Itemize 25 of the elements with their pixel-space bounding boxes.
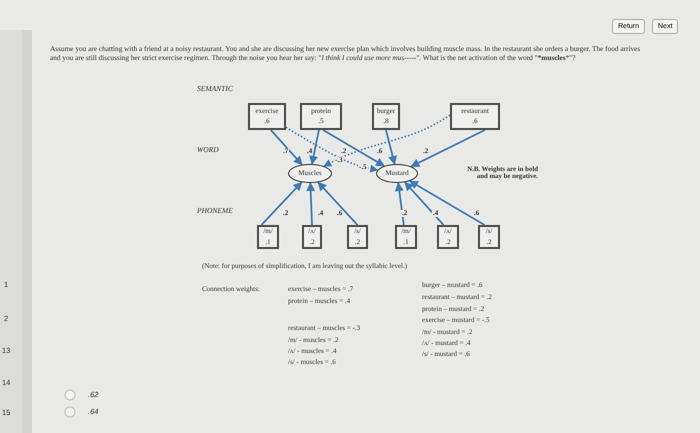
arrow (309, 130, 320, 165)
word-node-ellipse (288, 164, 332, 183)
arrow (306, 182, 316, 226)
unit-box (478, 225, 500, 249)
arrow (317, 182, 358, 226)
unit-box (302, 225, 322, 249)
arrow (322, 129, 385, 167)
unit-box (257, 225, 279, 249)
arrow (409, 180, 486, 226)
dotted-arrow (323, 114, 450, 167)
arrow (385, 130, 397, 165)
unit-box (248, 103, 286, 130)
word-node-ellipse (376, 164, 418, 183)
unit-box (347, 225, 368, 249)
arrow (260, 182, 302, 226)
unit-box (450, 103, 500, 130)
unit-box (437, 225, 459, 249)
arrow (270, 129, 303, 166)
dotted-arrow (286, 126, 378, 173)
unit-box (395, 225, 417, 249)
arrow (394, 182, 405, 226)
arrow (404, 182, 444, 226)
unit-box (300, 103, 342, 130)
unit-box (372, 103, 400, 130)
arrow (410, 129, 486, 168)
